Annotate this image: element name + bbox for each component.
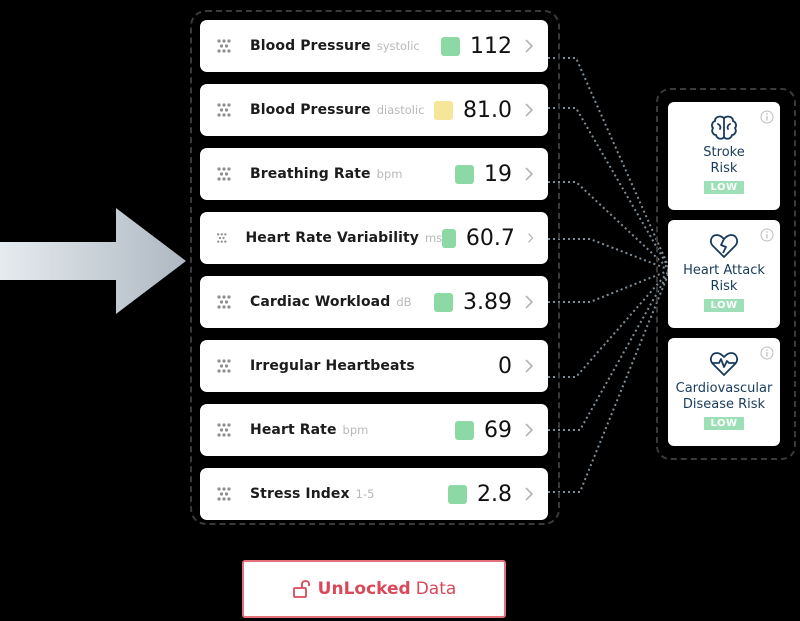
metric-name: Cardiac Workload [250, 294, 391, 310]
metric-unit: systolic [376, 39, 420, 53]
drag-handle-icon[interactable] [216, 486, 232, 502]
risk-title: Stroke Risk [703, 145, 745, 176]
status-indicator [455, 164, 474, 184]
metric-name: Blood Pressure [250, 38, 371, 54]
status-indicator [442, 228, 456, 248]
metric-unit: ms [425, 231, 443, 245]
info-icon[interactable] [760, 228, 774, 242]
unlock-label-rest: Data [415, 579, 457, 599]
metric-row-blood-pressure-systolic[interactable]: Blood Pressure systolic 112 [200, 20, 548, 72]
chevron-right-icon[interactable] [524, 423, 534, 437]
chevron-right-icon[interactable] [524, 39, 534, 53]
metric-value: 60.7 [465, 225, 515, 251]
metric-row-heart-rate[interactable]: Heart Rate bpm 69 [200, 404, 548, 456]
chevron-right-icon[interactable] [524, 359, 534, 373]
metric-value: 112 [470, 33, 512, 59]
unlocked-data-button[interactable]: UnLocked Data [242, 560, 506, 618]
metric-row-breathing-rate[interactable]: Breathing Rate bpm 19 [200, 148, 548, 200]
metric-value: 69 [484, 417, 512, 443]
status-indicator [434, 100, 454, 120]
metric-name: Stress Index [250, 486, 350, 502]
metric-value: 3.89 [463, 289, 512, 315]
metric-value: 19 [484, 161, 512, 187]
metric-unit: bpm [342, 423, 369, 437]
metric-row-irregular-heartbeats[interactable]: Irregular Heartbeats 0 [200, 340, 548, 392]
metric-row-stress-index[interactable]: Stress Index 1-5 2.8 [200, 468, 548, 520]
drag-handle-icon[interactable] [216, 294, 232, 310]
metric-unit: diastolic [376, 103, 425, 117]
status-indicator [434, 292, 454, 312]
drag-handle-icon[interactable] [216, 102, 232, 118]
risk-card-heart-attack[interactable]: Heart Attack Risk LOW [668, 220, 780, 328]
status-indicator [441, 36, 460, 56]
metric-row-cardiac-workload[interactable]: Cardiac Workload dB 3.89 [200, 276, 548, 328]
metric-value: 0 [498, 353, 512, 379]
metric-unit: bpm [376, 167, 403, 181]
heart-pulse-icon [710, 352, 738, 376]
metric-name: Irregular Heartbeats [250, 358, 415, 374]
metric-name: Heart Rate Variability [245, 230, 420, 246]
chevron-right-icon[interactable] [524, 103, 534, 117]
chevron-right-icon[interactable] [524, 487, 534, 501]
info-icon[interactable] [760, 346, 774, 360]
chevron-right-icon[interactable] [524, 167, 534, 181]
brain-icon [711, 115, 737, 140]
risk-card-cardiovascular[interactable]: Cardiovascular Disease Risk LOW [668, 338, 780, 446]
risk-panel [656, 88, 796, 460]
metric-row-heart-rate-variability[interactable]: Heart Rate Variability ms 60.7 [200, 212, 548, 264]
risk-level-badge: LOW [704, 181, 744, 194]
metric-row-blood-pressure-diastolic[interactable]: Blood Pressure diastolic 81.0 [200, 84, 548, 136]
risk-card-stroke[interactable]: Stroke Risk LOW [668, 102, 780, 210]
metric-value: 81.0 [463, 97, 512, 123]
risk-title: Cardiovascular Disease Risk [675, 381, 773, 412]
metric-unit: dB [396, 295, 412, 309]
drag-handle-icon[interactable] [216, 38, 232, 54]
drag-handle-icon[interactable] [216, 166, 232, 182]
drag-handle-icon[interactable] [216, 422, 232, 438]
risk-level-badge: LOW [704, 299, 744, 312]
risk-level-badge: LOW [704, 417, 744, 430]
drag-handle-icon[interactable] [216, 230, 227, 246]
broken-heart-icon [710, 234, 738, 258]
unlock-label-strong: UnLocked [317, 579, 411, 599]
input-arrow-icon [0, 208, 186, 314]
status-indicator [455, 420, 474, 440]
metric-name: Blood Pressure [250, 102, 371, 118]
drag-handle-icon[interactable] [216, 358, 232, 374]
metric-value: 2.8 [477, 481, 512, 507]
chevron-right-icon[interactable] [524, 295, 534, 309]
risk-title: Heart Attack Risk [683, 263, 765, 294]
metric-name: Breathing Rate [250, 166, 371, 182]
info-icon[interactable] [760, 110, 774, 124]
status-indicator [448, 484, 467, 504]
metric-name: Heart Rate [250, 422, 337, 438]
chevron-right-icon[interactable] [527, 231, 534, 245]
unlock-icon [292, 580, 310, 598]
metrics-panel [190, 10, 560, 525]
metric-unit: 1-5 [355, 487, 375, 501]
